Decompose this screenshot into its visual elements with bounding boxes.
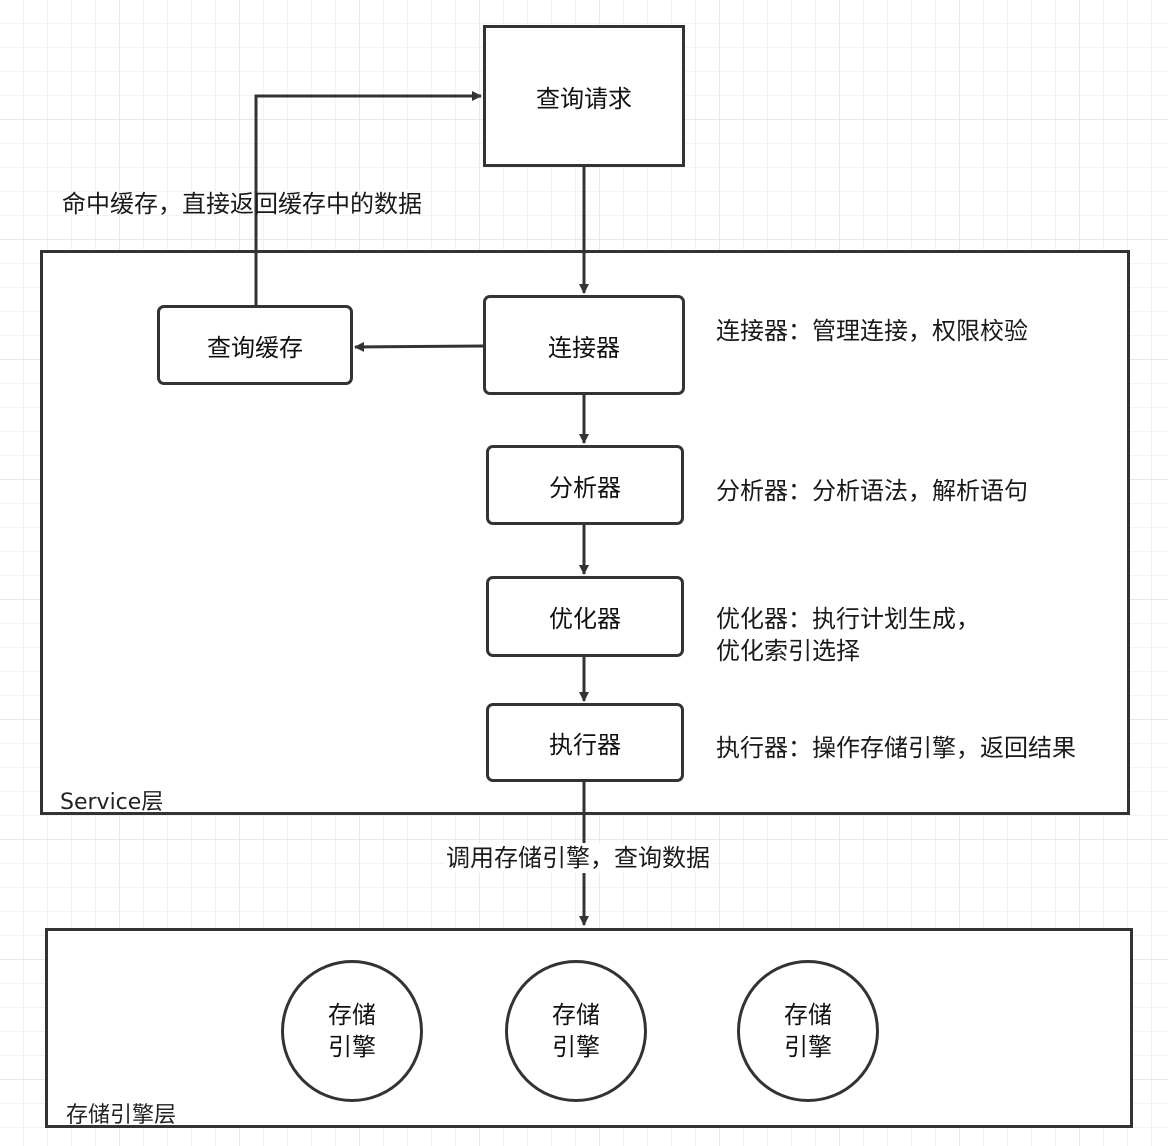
edge-connector-to-cache	[354, 341, 485, 352]
engine-1-line-2: 引擎	[328, 1033, 376, 1061]
storage-engine-circle-2: 存储 引擎	[505, 960, 647, 1102]
storage-layer-label: 存储引擎层	[66, 1103, 177, 1128]
analyzer-note: 分析器：分析语法，解析语句	[716, 477, 1028, 505]
query-cache-node: 查询缓存	[157, 305, 353, 385]
engine-2-line-1: 存储	[552, 1001, 600, 1029]
engine-3-line-1: 存储	[784, 1001, 832, 1029]
storage-engine-circle-3: 存储 引擎	[737, 960, 879, 1102]
engine-1-line-1: 存储	[328, 1001, 376, 1029]
executor-node: 执行器	[486, 703, 684, 782]
storage-engine-circle-1: 存储 引擎	[281, 960, 423, 1102]
edge-cache-hit-to-request	[254, 91, 482, 305]
executor-note: 执行器：操作存储引擎，返回结果	[716, 734, 1076, 762]
connector-node: 连接器	[483, 295, 685, 395]
optimizer-node: 优化器	[486, 576, 684, 657]
service-layer-label: Service层	[60, 790, 164, 815]
connector-note: 连接器：管理连接，权限校验	[716, 317, 1028, 345]
optimizer-note-line-1: 优化器：执行计划生成，	[716, 605, 980, 633]
engine-3-line-2: 引擎	[784, 1033, 832, 1061]
query-request-node: 查询请求	[483, 25, 685, 167]
analyzer-node: 分析器	[486, 445, 684, 525]
engine-2-line-2: 引擎	[552, 1033, 600, 1061]
optimizer-note-line-2: 优化索引选择	[716, 637, 860, 665]
edge-label-cache-hit: 命中缓存，直接返回缓存中的数据	[62, 190, 422, 218]
edge-label-call-engine: 调用存储引擎，查询数据	[444, 843, 712, 873]
